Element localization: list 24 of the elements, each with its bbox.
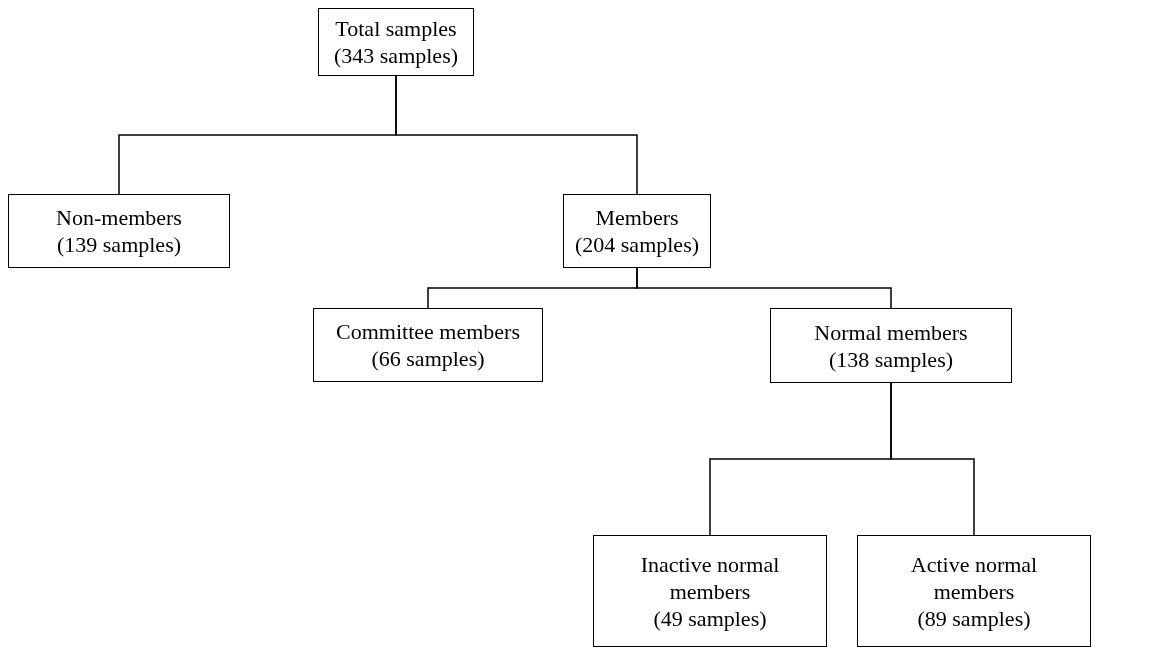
category-box — [770, 308, 1012, 383]
category-box — [857, 535, 1091, 647]
connector-line — [636, 267, 892, 309]
category-box — [313, 308, 543, 382]
category-box — [563, 194, 711, 268]
sample-count: (89 samples) — [917, 604, 1031, 632]
connector-line — [395, 75, 638, 195]
group-name: Non-members — [56, 204, 182, 231]
group-name: Total samples — [335, 15, 457, 42]
sample-count: (343 samples) — [334, 42, 458, 69]
sample-count: (49 samples) — [653, 604, 767, 632]
category-box — [8, 194, 230, 268]
sample-count: (139 samples) — [57, 231, 181, 258]
group-name: Normal members — [814, 318, 968, 346]
group-name: Inactive normal members — [639, 550, 781, 605]
group-name: Members — [595, 204, 679, 231]
connector-line — [890, 382, 975, 536]
category-box — [318, 8, 474, 76]
group-name: Committee members — [336, 318, 520, 345]
sample-count: (138 samples) — [829, 345, 953, 373]
sample-count: (66 samples) — [371, 345, 485, 372]
group-name: Active normal members — [909, 550, 1039, 605]
category-box — [593, 535, 827, 647]
sample-count: (204 samples) — [575, 231, 699, 258]
